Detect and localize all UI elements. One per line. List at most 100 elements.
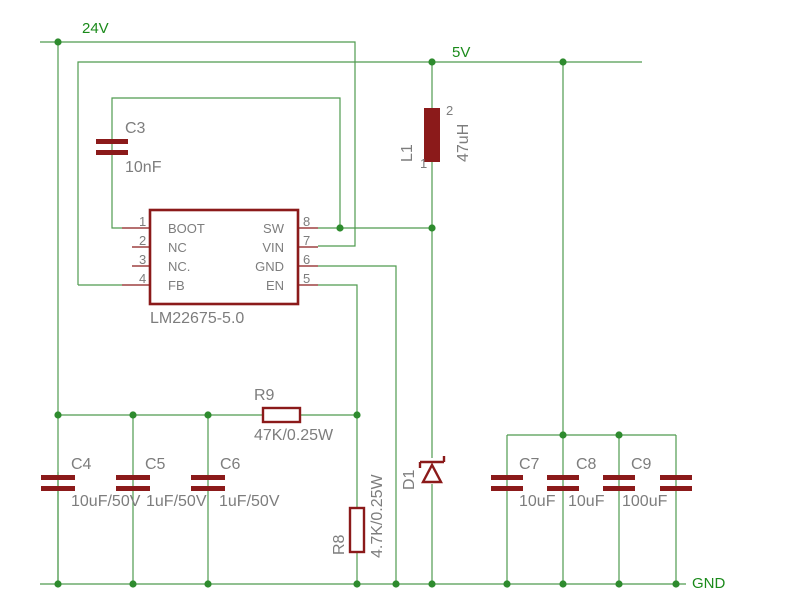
junction-gnd-c7 [503, 580, 511, 588]
diode-d1: D1 [401, 456, 446, 490]
junction-outcap-bus [559, 431, 567, 439]
c4-plate-bottom [41, 486, 75, 491]
ic-pin-number-5: 5 [303, 271, 310, 286]
junction-gnd-c5 [129, 580, 137, 588]
c3-ref-label: C3 [125, 120, 146, 137]
c10-plate-top [660, 475, 692, 480]
c9-value-label: 100uF [622, 493, 668, 510]
ic-pin-name-en: EN [266, 278, 284, 293]
c5-ref-label: C5 [145, 456, 166, 473]
d1-cathode-bar [418, 456, 446, 468]
net-label-gnd: GND [692, 575, 726, 592]
junction-gnd-c9 [615, 580, 623, 588]
ic-pin-number-2: 2 [139, 233, 146, 248]
c3-value-label: 10nF [125, 159, 162, 176]
wire-gnd-pin [318, 265, 397, 584]
c5-plate-top [116, 475, 150, 480]
junction-5v-inductor [428, 58, 436, 66]
wire-boot [111, 97, 341, 229]
c7-plate-top [491, 475, 523, 480]
c6-ref-label: C6 [220, 456, 241, 473]
r9-value-label: 47K/0.25W [254, 427, 334, 444]
net-label-5v: 5V [452, 44, 470, 61]
junction-gnd-c4 [54, 580, 62, 588]
c4-plate-top [41, 475, 75, 480]
ic-pin-name-fb: FB [168, 278, 185, 293]
ic-pin-name-vin: VIN [262, 240, 284, 255]
capacitor-c8: C8 10uF [547, 456, 605, 510]
c9-ref-label: C9 [631, 456, 652, 473]
c7-ref-label: C7 [519, 456, 540, 473]
junction-c5-top [129, 411, 137, 419]
capacitor-c7: C7 10uF [491, 456, 556, 510]
c5-value-label: 1uF/50V [146, 493, 207, 510]
c3-plate-bottom [96, 150, 128, 155]
c6-value-label: 1uF/50V [219, 493, 280, 510]
capacitor-unlabeled [660, 475, 692, 491]
c10-plate-bottom [660, 486, 692, 491]
c4-value-label: 10uF/50V [71, 493, 141, 510]
junction-r9-right [353, 411, 361, 419]
r8-body [348, 506, 366, 554]
d1-triangle [421, 462, 443, 484]
capacitor-c6: C6 1uF/50V [191, 456, 280, 510]
ic-pin-number-1: 1 [139, 214, 146, 229]
c8-plate-bottom [547, 486, 579, 491]
l1-pin1-number: 1 [420, 156, 427, 171]
l1-body [424, 108, 440, 162]
r9-ref-label: R9 [254, 387, 275, 404]
junction-gnd-pin [392, 580, 400, 588]
c3-plate-top [96, 139, 128, 144]
l1-pin2-number: 2 [446, 103, 453, 118]
ic-pin-number-3: 3 [139, 252, 146, 267]
junction-r9-left [54, 411, 62, 419]
ic-body [148, 208, 300, 306]
ic-pin-name-boot: BOOT [168, 221, 205, 236]
junction-gnd-c8 [559, 580, 567, 588]
c5-plate-bottom [116, 486, 150, 491]
c8-ref-label: C8 [576, 456, 597, 473]
r9-body [261, 406, 302, 424]
ic-part-name: LM22675-5.0 [150, 310, 244, 327]
c8-plate-top [547, 475, 579, 480]
ic-pin-number-8: 8 [303, 214, 310, 229]
junction-gnd-c10 [672, 580, 680, 588]
junction-gnd-r8 [353, 580, 361, 588]
r8-value-label: 4.7K/0.25W [369, 474, 386, 559]
junction-boot-sw [336, 224, 344, 232]
c6-plate-bottom [191, 486, 225, 491]
l1-value-label: 47uH [455, 124, 472, 162]
wire-en [318, 284, 358, 508]
resistor-r8: R8 4.7K/0.25W [331, 474, 386, 559]
d1-ref-label: D1 [401, 469, 418, 490]
inductor-l1: 2 1 L1 47uH [399, 103, 472, 171]
l1-ref-label: L1 [399, 144, 416, 162]
wire-24v-rail [40, 41, 356, 247]
capacitor-c5: C5 1uF/50V [116, 456, 207, 510]
c4-ref-label: C4 [71, 456, 92, 473]
ic-pin-number-4: 4 [139, 271, 146, 286]
c8-value-label: 10uF [568, 493, 605, 510]
capacitor-c4: C4 10uF/50V [41, 456, 141, 510]
junction-gnd-d1 [428, 580, 436, 588]
ic-pin-number-7: 7 [303, 233, 310, 248]
junction-sw-node [428, 224, 436, 232]
junction-c6-top [204, 411, 212, 419]
wire-5v-rail [77, 61, 642, 285]
ic-pin-number-6: 6 [303, 252, 310, 267]
ic-pin-name-sw: SW [263, 221, 285, 236]
capacitor-c3: C3 10nF [96, 120, 162, 176]
junction-gnd-c6 [204, 580, 212, 588]
resistor-r9: R9 47K/0.25W [254, 387, 334, 444]
ic-lm22675: 1 2 3 4 8 7 6 5 BOOT NC NC. FB SW VIN GN… [122, 208, 318, 327]
c9-plate-bottom [603, 486, 635, 491]
capacitor-c9: C9 100uF [603, 456, 668, 510]
c9-plate-top [603, 475, 635, 480]
c7-value-label: 10uF [519, 493, 556, 510]
junction-24v-top [54, 38, 62, 46]
net-label-24v: 24V [82, 20, 109, 37]
junction-c9-top [615, 431, 623, 439]
junctions [54, 38, 680, 588]
c6-plate-top [191, 475, 225, 480]
